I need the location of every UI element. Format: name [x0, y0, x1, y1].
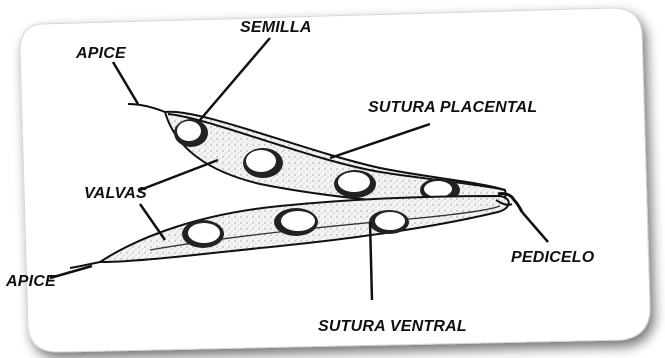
label-apice-top: APICE — [75, 45, 127, 62]
label-sutura-placental: SUTURA PLACENTAL — [368, 99, 537, 116]
label-valvas: VALVAS — [84, 185, 147, 202]
label-semilla: SEMILLA — [240, 19, 312, 36]
label-apice-bottom: APICE — [5, 273, 57, 290]
seed — [369, 210, 409, 234]
seed — [334, 170, 376, 198]
label-sutura-ventral: SUTURA VENTRAL — [318, 318, 467, 335]
seed — [243, 148, 283, 178]
label-pedicelo: PEDICELO — [511, 249, 595, 266]
seed — [274, 208, 318, 236]
seed — [174, 119, 208, 147]
seed — [182, 220, 224, 248]
